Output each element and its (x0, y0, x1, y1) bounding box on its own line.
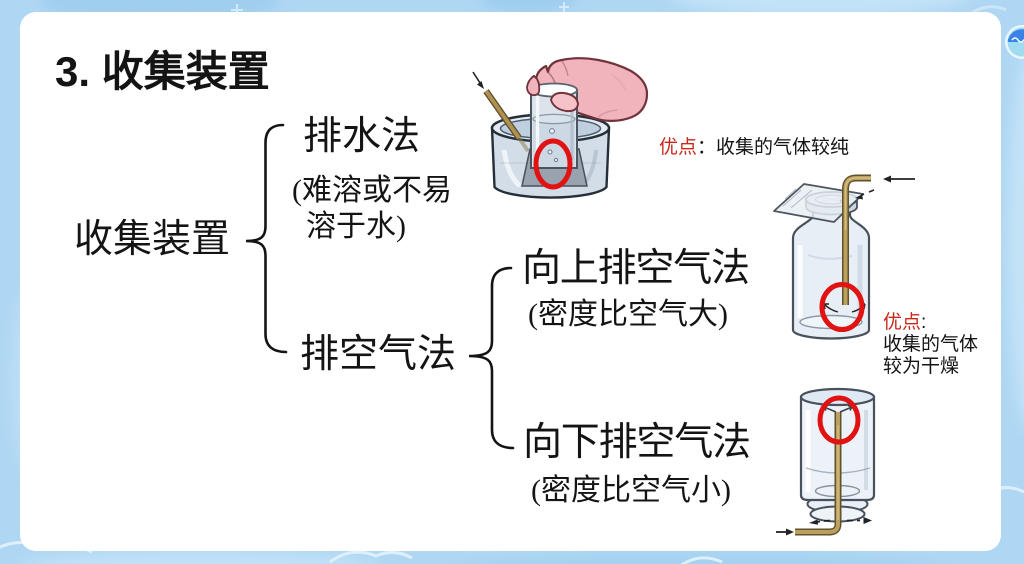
page-title: 3. 收集装置 (55, 48, 270, 95)
upward-method-label: 向上排空气法 (522, 247, 750, 290)
downward-method-note: (密度比空气小) (531, 474, 731, 507)
advantage-air-line2: 较为干燥 (883, 356, 960, 377)
advantage-water-colon: ： (697, 137, 717, 158)
advantage-water-label: 优点 (659, 137, 698, 158)
air-method-label: 排空气法 (300, 333, 457, 376)
upward-method-note: (密度比空气大) (528, 298, 728, 331)
downward-method-label: 向下排空气法 (523, 421, 751, 464)
water-method-note-line1: (难溶或不易 (292, 174, 452, 207)
advantage-water-text: 收集的气体较纯 (716, 137, 850, 158)
advantage-air-label: 优点 (883, 312, 922, 333)
advantage-air-line1: 收集的气体 (883, 334, 979, 355)
root-node-label: 收集装置 (74, 218, 231, 261)
advantage-air-colon: : (921, 312, 927, 333)
advantage-air: 优点: 收集的气体 较为干燥 (883, 312, 978, 378)
water-method-label: 排水法 (303, 115, 421, 158)
advantage-water: 优点：收集的气体较纯 (659, 138, 849, 157)
water-method-note-line2: 溶于水) (306, 210, 406, 243)
